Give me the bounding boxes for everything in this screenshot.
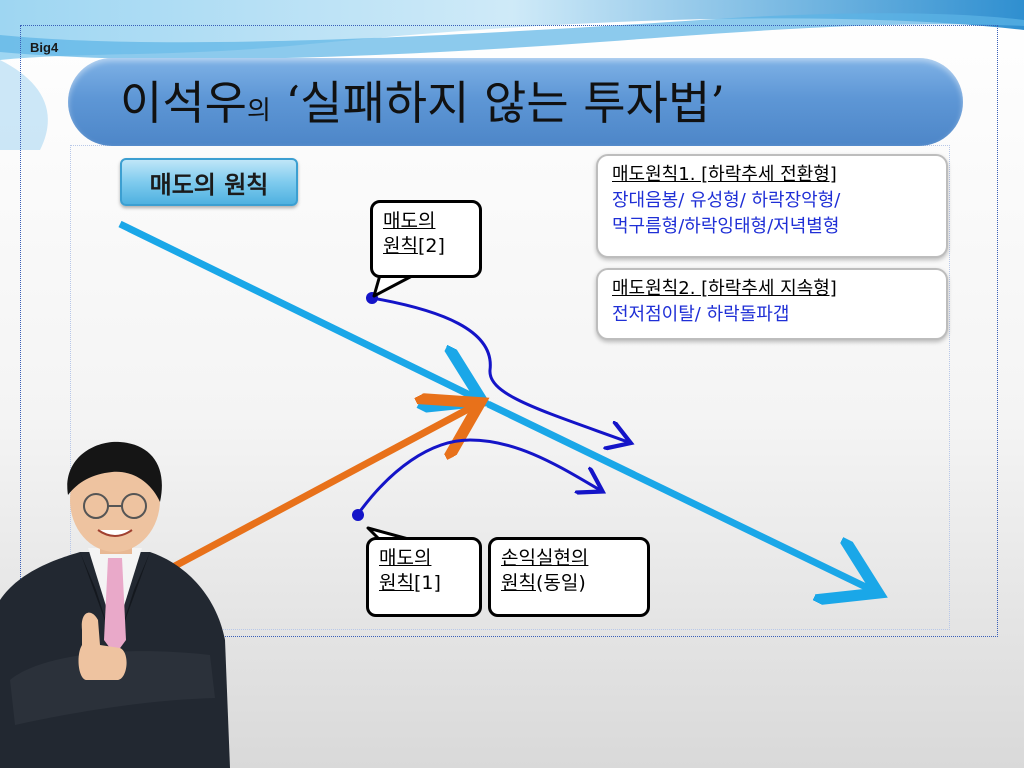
sell-principle-1-point	[352, 509, 364, 521]
downtrend-arrow-lower	[486, 400, 872, 590]
uptrend-arrow	[143, 406, 474, 586]
title-particle: 의	[246, 96, 271, 126]
sell-principle-1-curve	[356, 438, 600, 515]
sell-principle-1-line1: 매도의	[379, 547, 432, 569]
sell-principle-2-line1: 매도의	[383, 210, 436, 232]
sell-principle-2-line2: 원칙	[383, 235, 418, 257]
sell-principle-2-suffix: [2]	[417, 235, 445, 257]
profit-loss-line1: 손익실현의	[501, 547, 589, 569]
info1-line1: 장대음봉/ 유성형/ 하락장악형/	[612, 190, 841, 211]
presenter-photo	[0, 441, 230, 768]
info2-line1: 전저점이탈/ 하락돌파갭	[612, 304, 790, 325]
sell-principle-2-info: 매도원칙2. [하락추세 지속형] 전저점이탈/ 하락돌파갭	[596, 268, 948, 340]
info2-heading: 매도원칙2. [하락추세 지속형]	[612, 278, 837, 299]
sell-principle-1-info: 매도원칙1. [하락추세 전환형] 장대음봉/ 유성형/ 하락장악형/ 먹구름형…	[596, 154, 948, 258]
sell-principle-2-bubble: 매도의 원칙[2]	[370, 200, 482, 278]
title-phrase: ‘실패하지 않는 투자법’	[285, 76, 725, 130]
outer-dotted-frame	[20, 25, 998, 637]
sell-principle-1-bubble: 매도의 원칙[1]	[366, 537, 482, 617]
sell-principle-tag: 매도의 원칙	[120, 158, 298, 206]
header-wave-decoration	[0, 0, 1024, 150]
title-banner	[68, 58, 963, 146]
title-name: 이석우	[120, 76, 247, 130]
info1-heading: 매도원칙1. [하락추세 전환형]	[612, 164, 837, 185]
sell-principle-1-line2: 원칙	[379, 572, 414, 594]
info1-line2: 먹구름형/하락잉태형/저녁별형	[612, 216, 840, 237]
sell-principle-1-suffix: [1]	[413, 572, 441, 594]
profit-loss-principle-bubble: 손익실현의 원칙(동일)	[488, 537, 650, 617]
sell-principle-2-curve	[371, 296, 628, 442]
downtrend-arrow-upper	[118, 220, 476, 398]
profit-loss-suffix: (동일)	[535, 572, 586, 594]
profit-loss-line2: 원칙	[501, 572, 536, 594]
page-title: 이석우의 ‘실패하지 않는 투자법’	[120, 68, 960, 138]
brand-label: Big4	[30, 40, 59, 55]
